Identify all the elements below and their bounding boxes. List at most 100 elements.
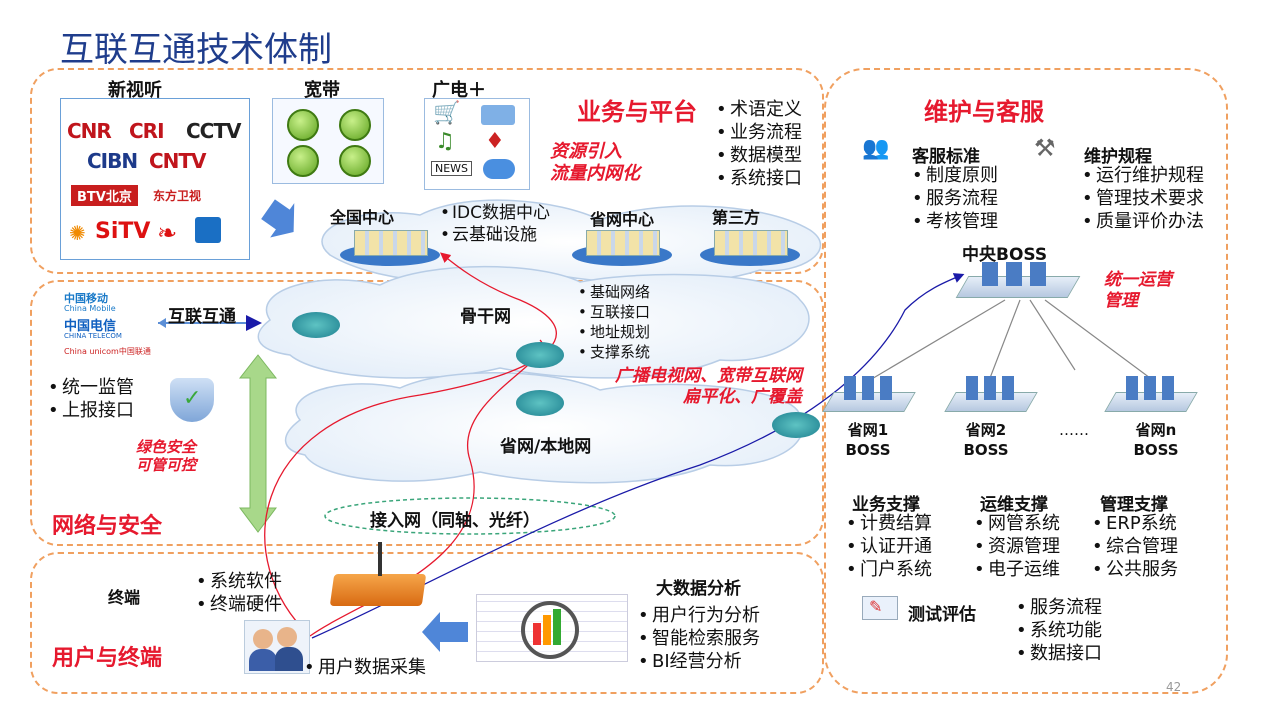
china-unicom-logo: China unicom中国联通 [64, 347, 151, 356]
bullet-item: 网管系统 [974, 512, 1060, 535]
boss-label-line1: 省网1 [847, 421, 889, 439]
credit-card-icon [481, 105, 515, 125]
user-terminal-heading: 用户与终端 [52, 646, 163, 671]
test-evaluation-heading: 测试评估 [908, 605, 976, 625]
btv-logo: BTV北京 [71, 185, 138, 206]
national-center-label: 全国中心 [330, 208, 395, 227]
provincial-boss-ellipsis: …… [1046, 420, 1102, 440]
boss-tree-lines [869, 299, 1151, 381]
broadcast-plus-heading: 广电＋ [432, 80, 486, 101]
provincial-network-label: 省网/本地网 [500, 437, 592, 457]
broadcast-network-text: 广播电视网、宽带互联网 扁平化、广覆盖 [602, 366, 802, 408]
content-in-arrow [261, 199, 295, 238]
bullet-item: 系统软件 [196, 570, 282, 593]
boss-label-line2: BOSS [845, 441, 891, 459]
test-evaluation-bullets: 服务流程 系统功能 数据接口 [1016, 596, 1102, 665]
bullet-item: 用户数据采集 [304, 656, 426, 679]
bullet-item: 基础网络 [578, 282, 650, 302]
dragon-tv-logo: 东方卫视 [153, 189, 202, 203]
national-center-bullets: IDC数据中心 云基础设施 [440, 202, 550, 246]
users-icon [244, 620, 310, 674]
provincial-boss-label: 省网2 BOSS [956, 420, 1016, 460]
business-support-heading: 业务支撑 [852, 495, 920, 515]
shopping-cart-icon: 🛒 [433, 101, 461, 126]
page-title: 互联互通技术体制 [60, 30, 332, 70]
central-boss-label: 中央BOSS [962, 245, 1048, 265]
backbone-label: 骨干网 [460, 307, 511, 327]
terminal-label: 终端 [108, 588, 141, 607]
service-standard-heading: 客服标准 [912, 147, 980, 167]
maintenance-service-region [824, 68, 1228, 694]
music-icon: ♫ [435, 129, 455, 154]
unified-line-1: 统一运营 [1104, 270, 1172, 290]
bullet-item: 制度原则 [912, 164, 998, 187]
tools-icon: ⚒ [1034, 134, 1056, 162]
network-security-heading: 网络与安全 [52, 514, 163, 539]
customer-service-icon: 👥 [862, 136, 890, 161]
maintenance-rules-bullets: 运行维护规程 管理技术要求 质量评价办法 [1082, 164, 1204, 233]
unified-operation-text: 统一运营 管理 [1104, 270, 1172, 312]
central-boss-server-icon [955, 262, 1081, 298]
bullet-item: 服务流程 [912, 187, 998, 210]
router-icon-backbone [516, 342, 564, 368]
ops-support-bullets: 网管系统 资源管理 电子运维 [974, 512, 1060, 581]
boss-label-line1: 省网n [1135, 421, 1177, 439]
broadcast-line-2: 扁平化、广覆盖 [683, 387, 802, 407]
bigdata-chart-icon [476, 594, 628, 662]
new-av-heading: 新视听 [108, 80, 162, 101]
provincial-server-cluster-icon [572, 226, 672, 270]
bullet-item: 支撑系统 [578, 342, 650, 362]
bullet-item: 系统接口 [716, 167, 802, 190]
set-top-box-icon [329, 574, 427, 606]
access-network-label: 接入网（同轴、光纤） [370, 511, 540, 531]
maintenance-rules-heading: 维护规程 [1084, 147, 1152, 167]
news-icon: NEWS [431, 161, 473, 176]
broadcast-plus-icon-panel: 🛒 ♫ ♦ NEWS [424, 98, 530, 190]
router-icon-left [292, 312, 340, 338]
bullet-item: ERP系统 [1092, 512, 1178, 535]
backbone-bullets: 基础网络 互联接口 地址规划 支撑系统 [578, 282, 650, 362]
provincial-boss-server-icon [1104, 376, 1198, 416]
zhejiang-logo-icon [195, 217, 221, 243]
bullet-item: 考核管理 [912, 210, 998, 233]
green-line-2: 可管可控 [136, 456, 197, 474]
resource-line-1: 资源引入 [550, 141, 622, 162]
bullet-item: 互联接口 [578, 302, 650, 322]
bullet-item: 服务流程 [1016, 596, 1102, 619]
broadband-heading: 宽带 [304, 80, 340, 101]
sun-logo-icon: ✺ [69, 221, 86, 245]
bullet-item: 地址规划 [578, 322, 650, 342]
sitv-logo: SiTV [95, 219, 151, 244]
bullet-item: 上报接口 [48, 399, 134, 422]
resource-intro-text: 资源引入 流量内网化 [550, 141, 640, 185]
bullet-item: 数据接口 [1016, 642, 1102, 665]
phone-icon [339, 145, 371, 177]
business-platform-heading: 业务与平台 [577, 98, 697, 126]
bullet-item: 管理技术要求 [1082, 187, 1204, 210]
page-number: 42 [1166, 680, 1182, 694]
bullet-item: 综合管理 [1092, 535, 1178, 558]
bullet-item: 公共服务 [1092, 558, 1178, 581]
china-telecom-logo: 中国电信 [64, 319, 117, 334]
bullet-item: 运行维护规程 [1082, 164, 1204, 187]
bigdata-heading: 大数据分析 [656, 579, 741, 599]
thumbs-up-icon [287, 145, 319, 177]
bullet-item: 质量评价办法 [1082, 210, 1204, 233]
resource-line-2: 流量内网化 [550, 163, 640, 184]
bullet-item: 认证开通 [846, 535, 932, 558]
bullet-item: 终端硬件 [196, 593, 282, 616]
mgmt-support-heading: 管理支撑 [1100, 495, 1168, 515]
boss-label-line1: 省网2 [965, 421, 1007, 439]
green-line-1: 绿色安全 [136, 438, 197, 456]
cnr-logo: CNR [67, 119, 112, 143]
china-telecom-en: CHINA TELECOM [64, 332, 122, 340]
user-data-bullets: 用户数据采集 [304, 656, 426, 679]
bullet-item: 计费结算 [846, 512, 932, 535]
third-party-server-cluster-icon [700, 226, 800, 270]
supervision-bullets: 统一监管 上报接口 [48, 376, 134, 422]
bullet-item: 术语定义 [716, 98, 802, 121]
green-security-arrow [238, 354, 278, 533]
mgmt-support-bullets: ERP系统 综合管理 公共服务 [1092, 512, 1178, 581]
broadband-icon-panel [272, 98, 384, 184]
china-mobile-en: China Mobile [64, 304, 116, 313]
